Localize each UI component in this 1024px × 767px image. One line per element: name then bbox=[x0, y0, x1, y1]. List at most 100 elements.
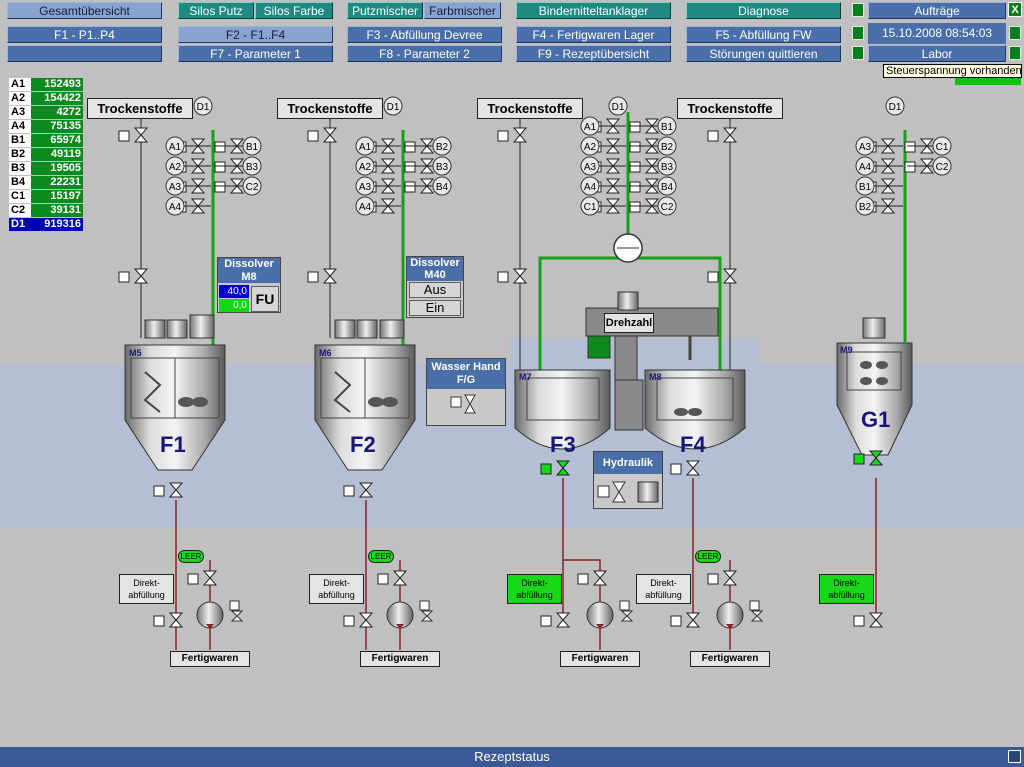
f2-rvalve-0[interactable] bbox=[404, 138, 435, 154]
pump-0[interactable] bbox=[196, 600, 244, 629]
valve-19[interactable] bbox=[377, 570, 408, 586]
fertigwaren-f2[interactable]: Fertigwaren bbox=[360, 651, 440, 667]
f34-left-a1[interactable]: A1 bbox=[580, 116, 600, 136]
nav-f9[interactable]: F9 - Rezeptübersicht bbox=[516, 45, 671, 62]
nav-stoerungen-quittieren[interactable]: Störungen quittieren bbox=[686, 45, 841, 62]
f34-right-b3[interactable]: B3 bbox=[657, 156, 677, 176]
f34-right-b2[interactable]: B2 bbox=[657, 136, 677, 156]
fu-button[interactable]: FU bbox=[251, 286, 279, 312]
valve-1[interactable] bbox=[118, 268, 149, 284]
valve-21[interactable] bbox=[707, 570, 738, 586]
nav-blank[interactable] bbox=[7, 45, 162, 62]
f2-left-a4[interactable]: A4 bbox=[355, 196, 375, 216]
direkt-abfuellung-f4[interactable]: Direkt-abfüllung bbox=[636, 574, 691, 604]
nav-gesamtuebersicht[interactable]: Gesamtübersicht bbox=[7, 2, 162, 19]
g1-right-c1[interactable]: C1 bbox=[932, 136, 952, 156]
f1-left-a4[interactable]: A4 bbox=[165, 196, 185, 216]
valve-4[interactable] bbox=[497, 127, 528, 143]
g1-left-b1[interactable]: B1 bbox=[855, 176, 875, 196]
g1-left-a4[interactable]: A4 bbox=[855, 156, 875, 176]
valve-2[interactable] bbox=[307, 127, 338, 143]
f2-left-a3[interactable]: A3 bbox=[355, 176, 375, 196]
f1-right-c2[interactable]: C2 bbox=[242, 176, 262, 196]
nav-f7[interactable]: F7 - Parameter 1 bbox=[178, 45, 333, 62]
f1-right-b1[interactable]: B1 bbox=[242, 136, 262, 156]
valve-18[interactable] bbox=[187, 570, 218, 586]
f34-rvalve-1[interactable] bbox=[629, 138, 660, 154]
valve-11[interactable] bbox=[670, 460, 701, 476]
f1-d1[interactable]: D1 bbox=[193, 96, 213, 116]
f1-left-a3[interactable]: A3 bbox=[165, 176, 185, 196]
nav-farbmischer[interactable]: Farbmischer bbox=[424, 2, 501, 19]
nav-silos-putz[interactable]: Silos Putz bbox=[178, 2, 254, 19]
aus-button[interactable]: Aus bbox=[409, 282, 461, 298]
direkt-abfuellung-f1[interactable]: Direkt-abfüllung bbox=[119, 574, 174, 604]
g1-d1[interactable]: D1 bbox=[885, 96, 905, 116]
f1-left-a2[interactable]: A2 bbox=[165, 156, 185, 176]
labor-button[interactable]: Labor bbox=[868, 45, 1006, 62]
valve-12[interactable] bbox=[853, 450, 884, 466]
nav-silos-farbe[interactable]: Silos Farbe bbox=[255, 2, 333, 19]
f34-right-c2[interactable]: C2 bbox=[657, 196, 677, 216]
ein-button[interactable]: Ein bbox=[409, 300, 461, 316]
pump-2[interactable] bbox=[586, 600, 634, 629]
nav-f2[interactable]: F2 - F1..F4 bbox=[178, 26, 333, 43]
f1-left-a1[interactable]: A1 bbox=[165, 136, 185, 156]
f34-d1[interactable]: D1 bbox=[608, 96, 628, 116]
f2-right-b4[interactable]: B4 bbox=[432, 176, 452, 196]
f34-left-c1[interactable]: C1 bbox=[580, 196, 600, 216]
nav-f4[interactable]: F4 - Fertigwaren Lager bbox=[516, 26, 671, 43]
valve-13[interactable] bbox=[153, 612, 184, 628]
hydraulik-valve-icon[interactable] bbox=[596, 478, 662, 506]
auftraege-button[interactable]: Aufträge bbox=[868, 2, 1006, 19]
valve-0[interactable] bbox=[118, 127, 149, 143]
valve-14[interactable] bbox=[343, 612, 374, 628]
maximize-icon[interactable] bbox=[1008, 750, 1021, 763]
fertigwaren-f4[interactable]: Fertigwaren bbox=[690, 651, 770, 667]
valve-7[interactable] bbox=[707, 268, 738, 284]
f2-d1[interactable]: D1 bbox=[383, 96, 403, 116]
valve-6[interactable] bbox=[707, 127, 738, 143]
tank-f4[interactable]: M8 F4 bbox=[644, 369, 746, 457]
wasser-valve-icon[interactable] bbox=[449, 393, 479, 415]
tank-f2[interactable]: M6 F2 bbox=[314, 319, 416, 471]
nav-f1[interactable]: F1 - P1..P4 bbox=[7, 26, 162, 43]
pump-1[interactable] bbox=[386, 600, 434, 629]
valve-15[interactable] bbox=[540, 612, 571, 628]
fertigwaren-f3[interactable]: Fertigwaren bbox=[560, 651, 640, 667]
f2-right-b2[interactable]: B2 bbox=[432, 136, 452, 156]
valve-10[interactable] bbox=[540, 460, 571, 476]
f34-right-b1[interactable]: B1 bbox=[657, 116, 677, 136]
fertigwaren-f1[interactable]: Fertigwaren bbox=[170, 651, 250, 667]
g1-right-c2[interactable]: C2 bbox=[932, 156, 952, 176]
tank-f3[interactable]: M7 F3 bbox=[514, 369, 611, 457]
nav-diagnose[interactable]: Diagnose bbox=[686, 2, 841, 19]
valve-17[interactable] bbox=[853, 612, 884, 628]
close-icon[interactable]: X bbox=[1008, 2, 1022, 17]
pump-3[interactable] bbox=[716, 600, 764, 629]
direkt-abfuellung-f3[interactable]: Direkt-abfüllung bbox=[507, 574, 562, 604]
drehzahl-label[interactable]: Drehzahl bbox=[604, 313, 654, 333]
f2-left-a2[interactable]: A2 bbox=[355, 156, 375, 176]
direkt-abfuellung-f2[interactable]: Direkt-abfüllung bbox=[309, 574, 364, 604]
tank-g1[interactable]: M9 G1 bbox=[836, 317, 913, 456]
g1-left-a3[interactable]: A3 bbox=[855, 136, 875, 156]
valve-5[interactable] bbox=[497, 268, 528, 284]
tank-f1[interactable]: M5 F1 bbox=[124, 314, 226, 471]
valve-16[interactable] bbox=[670, 612, 701, 628]
g1-left-b2[interactable]: B2 bbox=[855, 196, 875, 216]
f2-right-b3[interactable]: B3 bbox=[432, 156, 452, 176]
f34-left-a2[interactable]: A2 bbox=[580, 136, 600, 156]
nav-f5[interactable]: F5 - Abfüllung FW bbox=[686, 26, 841, 43]
valve-3[interactable] bbox=[307, 268, 338, 284]
nav-bindemitteltanklager[interactable]: Bindernitteltanklager bbox=[516, 2, 671, 19]
nav-f3[interactable]: F3 - Abfüllung Devree bbox=[347, 26, 502, 43]
nav-putzmischer[interactable]: Putzmischer bbox=[347, 2, 423, 19]
f34-left-a4[interactable]: A4 bbox=[580, 176, 600, 196]
nav-f8[interactable]: F8 - Parameter 2 bbox=[347, 45, 502, 62]
valve-9[interactable] bbox=[343, 482, 374, 498]
f1-right-b3[interactable]: B3 bbox=[242, 156, 262, 176]
f2-left-a1[interactable]: A1 bbox=[355, 136, 375, 156]
direkt-abfuellung-g1[interactable]: Direkt-abfüllung bbox=[819, 574, 874, 604]
f34-left-a3[interactable]: A3 bbox=[580, 156, 600, 176]
